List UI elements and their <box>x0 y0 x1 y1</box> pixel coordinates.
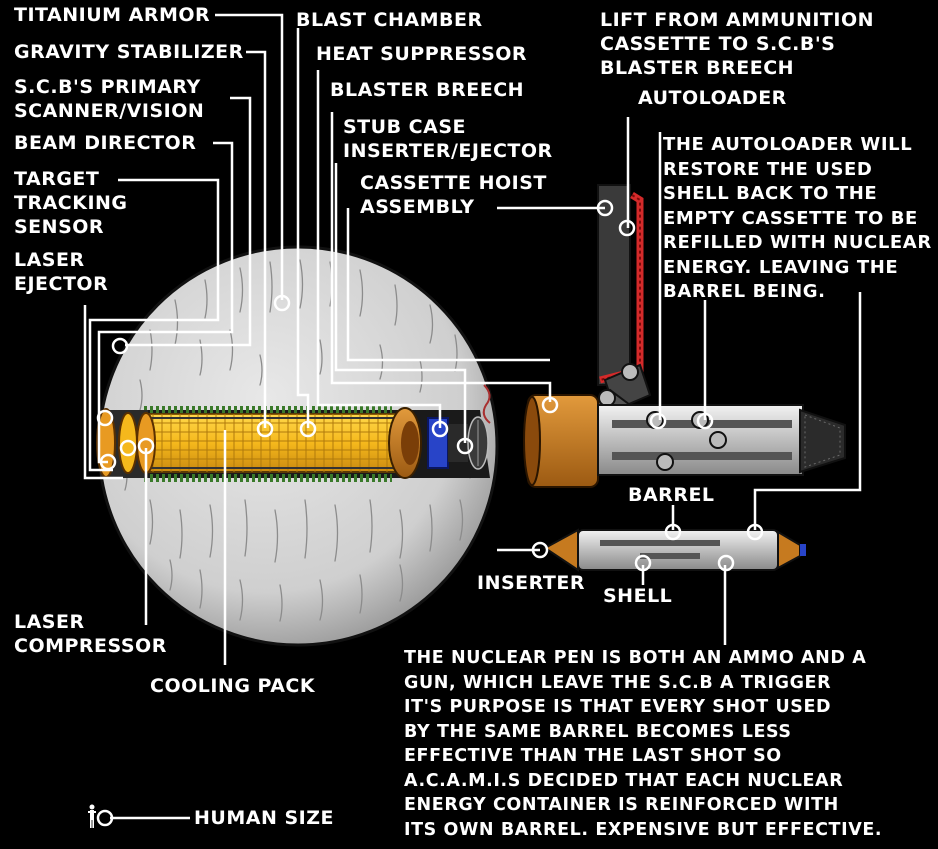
nuclear-pen <box>543 528 806 572</box>
label-blaster-breech: Blaster Breech <box>330 79 525 101</box>
note-nuclear-pen: The nuclear pen is both an ammo and a gu… <box>404 646 882 842</box>
note-autoloader-line: restore the used <box>663 158 873 180</box>
note-autoloader-line: barrel being. <box>663 281 826 302</box>
label-inserter: Inserter <box>477 572 585 594</box>
label-human-size: Human Size <box>194 807 334 829</box>
note-nuclear-pen-line: effective than the last shot so <box>404 746 782 766</box>
label-cassette-hoist: Cassette Hoist Assembly <box>360 172 547 218</box>
label-lift: Lift From Ammunition Cassette to S.C.B's… <box>600 9 875 79</box>
note-nuclear-pen-line: energy container is reinforced with <box>404 795 839 815</box>
autoloader-assembly <box>523 184 846 488</box>
label-laser-compressor: Laser Compressor <box>14 611 167 657</box>
scb-sphere <box>96 245 499 647</box>
label-target-tracking-sensor: Target Tracking Sensor <box>14 168 128 238</box>
label-beam-director: Beam Director <box>14 132 197 154</box>
note-nuclear-pen-line: The nuclear pen is both an ammo and a <box>404 648 867 668</box>
note-nuclear-pen-line: gun, which leave the S.C.B a trigger <box>404 672 832 693</box>
label-titanium-armor: Titanium Armor <box>14 4 211 26</box>
label-stub-case: Stub Case Inserter/Ejector <box>343 116 553 162</box>
note-nuclear-pen-line: A.C.A.M.I.S decided that each nuclear <box>404 770 844 791</box>
note-autoloader-line: empty cassette to be <box>663 207 918 229</box>
label-blast-chamber: Blast Chamber <box>296 9 483 31</box>
label-heat-suppressor: Heat Suppressor <box>316 43 528 65</box>
note-nuclear-pen-line: it's purpose is that every shot used <box>404 697 832 717</box>
note-autoloader-line: shell back to the <box>663 183 878 204</box>
note-nuclear-pen-line: by the same barrel becomes less <box>404 721 792 742</box>
leader-lines <box>83 13 862 820</box>
human-figure-icon <box>88 804 96 828</box>
label-autoloader: Autoloader <box>638 87 787 109</box>
label-primary-scanner: S.C.B's Primary Scanner/Vision <box>14 76 205 122</box>
label-cooling-pack: Cooling Pack <box>150 675 316 697</box>
note-autoloader-line: The autoloader will <box>663 134 913 155</box>
label-gravity-stabilizer: Gravity Stabilizer <box>14 41 244 63</box>
note-nuclear-pen-line: its own barrel. Expensive but effective. <box>404 819 883 840</box>
note-autoloader: The autoloader will restore the used she… <box>663 133 932 305</box>
note-autoloader-line: energy. Leaving the <box>663 256 899 278</box>
note-autoloader-line: refilled with nuclear <box>663 232 932 253</box>
label-shell: Shell <box>603 585 673 607</box>
label-barrel: Barrel <box>628 484 715 506</box>
label-laser-ejector: Laser Ejector <box>14 249 109 295</box>
callout-markers <box>96 199 764 827</box>
